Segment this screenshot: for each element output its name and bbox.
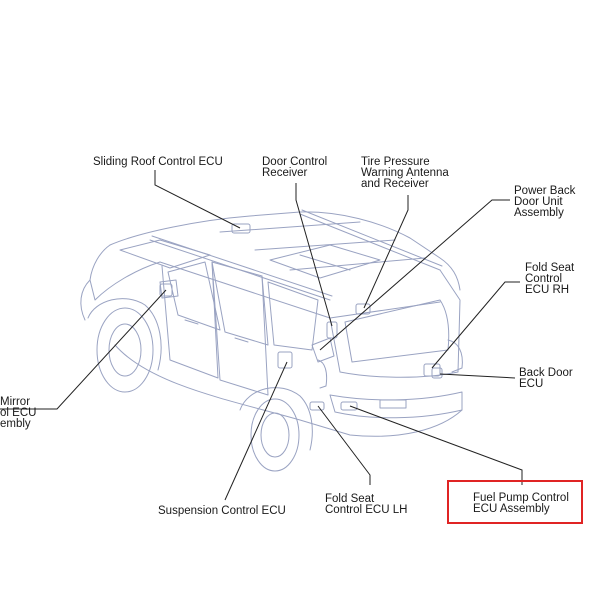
- rear-wheel-arch: [239, 387, 313, 451]
- label-mirror-control-ecu: Mirror ol ECU embly: [0, 396, 37, 430]
- label-door-control-receiver: Door Control Receiver: [262, 156, 328, 179]
- rear-door: [211, 261, 269, 396]
- back-glass: [344, 299, 450, 363]
- mirror-ecu-shape: [159, 283, 173, 297]
- fuel-pump-highlight-box: [447, 480, 583, 524]
- fold-seat-lh-shape: [309, 401, 325, 411]
- rear-door-window: [211, 261, 269, 346]
- body-side-lower: [114, 344, 463, 437]
- roof-outline: [109, 211, 461, 291]
- label-fold-seat-control-ecu-lh: Fold Seat Control ECU LH: [325, 493, 408, 516]
- leader-fold-seat-rh: [431, 281, 520, 369]
- windshield: [119, 239, 211, 269]
- sliding-roof-ecu-shape: [231, 223, 251, 234]
- label-tire-pressure-antenna: Tire Pressure Warning Antenna and Receiv…: [361, 156, 449, 190]
- front-door-window: [167, 261, 221, 331]
- leader-sliding-roof: [154, 170, 241, 229]
- label-fold-seat-control-ecu-rh: Fold Seat Control ECU RH: [525, 262, 575, 296]
- leader-door-control: [295, 183, 333, 327]
- power-back-door-unit-shape: [311, 337, 335, 363]
- quarter-window: [267, 281, 319, 351]
- label-fuel-pump-control-ecu: Fuel Pump Control ECU Assembly: [473, 492, 569, 515]
- side-mirror: [159, 279, 179, 299]
- tire-pressure-receiver-shape: [355, 303, 371, 315]
- roof-rail-left-2: [151, 235, 333, 297]
- front-wheel-arch: [87, 298, 162, 371]
- rear-bumper: [329, 391, 463, 419]
- back-door-outline: [329, 269, 461, 378]
- leader-back-door: [439, 373, 516, 379]
- fuel-pump-ecu-shape: [340, 401, 358, 411]
- suspension-ecu-shape: [277, 351, 293, 369]
- rear-wheel: [250, 398, 300, 472]
- leader-power-back-door: [319, 199, 510, 351]
- front-wheel: [96, 307, 154, 393]
- front-door: [161, 261, 219, 379]
- tail-lamp-right: [447, 339, 463, 373]
- leader-suspension: [224, 361, 288, 501]
- door-control-receiver-shape: [326, 321, 338, 339]
- label-power-back-door-unit: Power Back Door Unit Assembly: [514, 185, 576, 219]
- label-suspension-control-ecu: Suspension Control ECU: [158, 505, 286, 517]
- leader-tire-pressure: [363, 195, 409, 309]
- leader-fold-seat-lh: [317, 405, 371, 485]
- label-back-door-ecu: Back Door ECU: [519, 367, 573, 390]
- sunroof-panel: [269, 244, 381, 279]
- leader-mirror: [0, 289, 167, 410]
- back-door-ecu-shape: [431, 367, 443, 379]
- hood-outline: [89, 244, 161, 301]
- roof-rail-right-2: [301, 209, 443, 267]
- label-sliding-roof-control-ecu: Sliding Roof Control ECU: [93, 156, 223, 168]
